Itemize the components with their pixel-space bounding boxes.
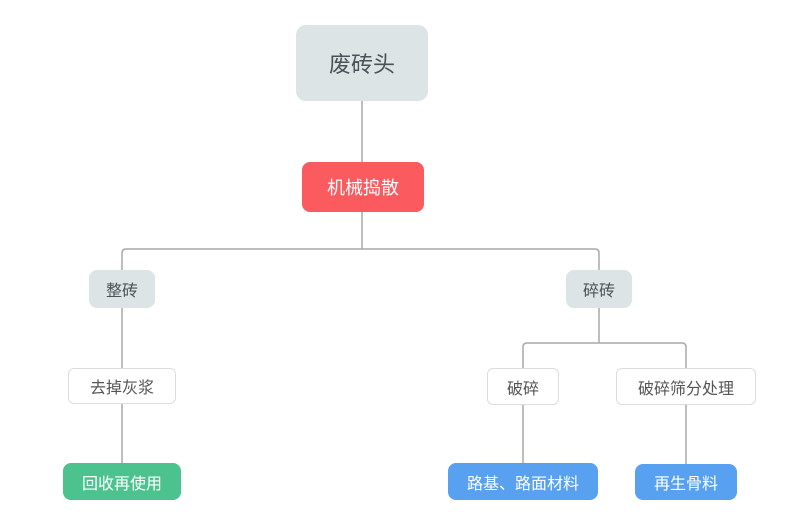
node-waste-brick[interactable]: 废砖头 (296, 25, 428, 101)
node-recycled-aggregate[interactable]: 再生骨料 (635, 464, 737, 500)
node-mechanical-break[interactable]: 机械捣散 (302, 162, 424, 212)
edge-broken-branches (522, 342, 687, 368)
node-whole-brick[interactable]: 整砖 (89, 270, 155, 308)
node-crush-screening[interactable]: 破碎筛分处理 (616, 368, 756, 405)
node-recycle-reuse[interactable]: 回收再使用 (63, 463, 181, 500)
edge-process-branches (121, 248, 600, 270)
node-crush[interactable]: 破碎 (487, 368, 559, 405)
node-remove-mortar[interactable]: 去掉灰浆 (68, 368, 176, 404)
node-broken-brick[interactable]: 碎砖 (566, 270, 632, 308)
node-road-material[interactable]: 路基、路面材料 (448, 463, 598, 500)
